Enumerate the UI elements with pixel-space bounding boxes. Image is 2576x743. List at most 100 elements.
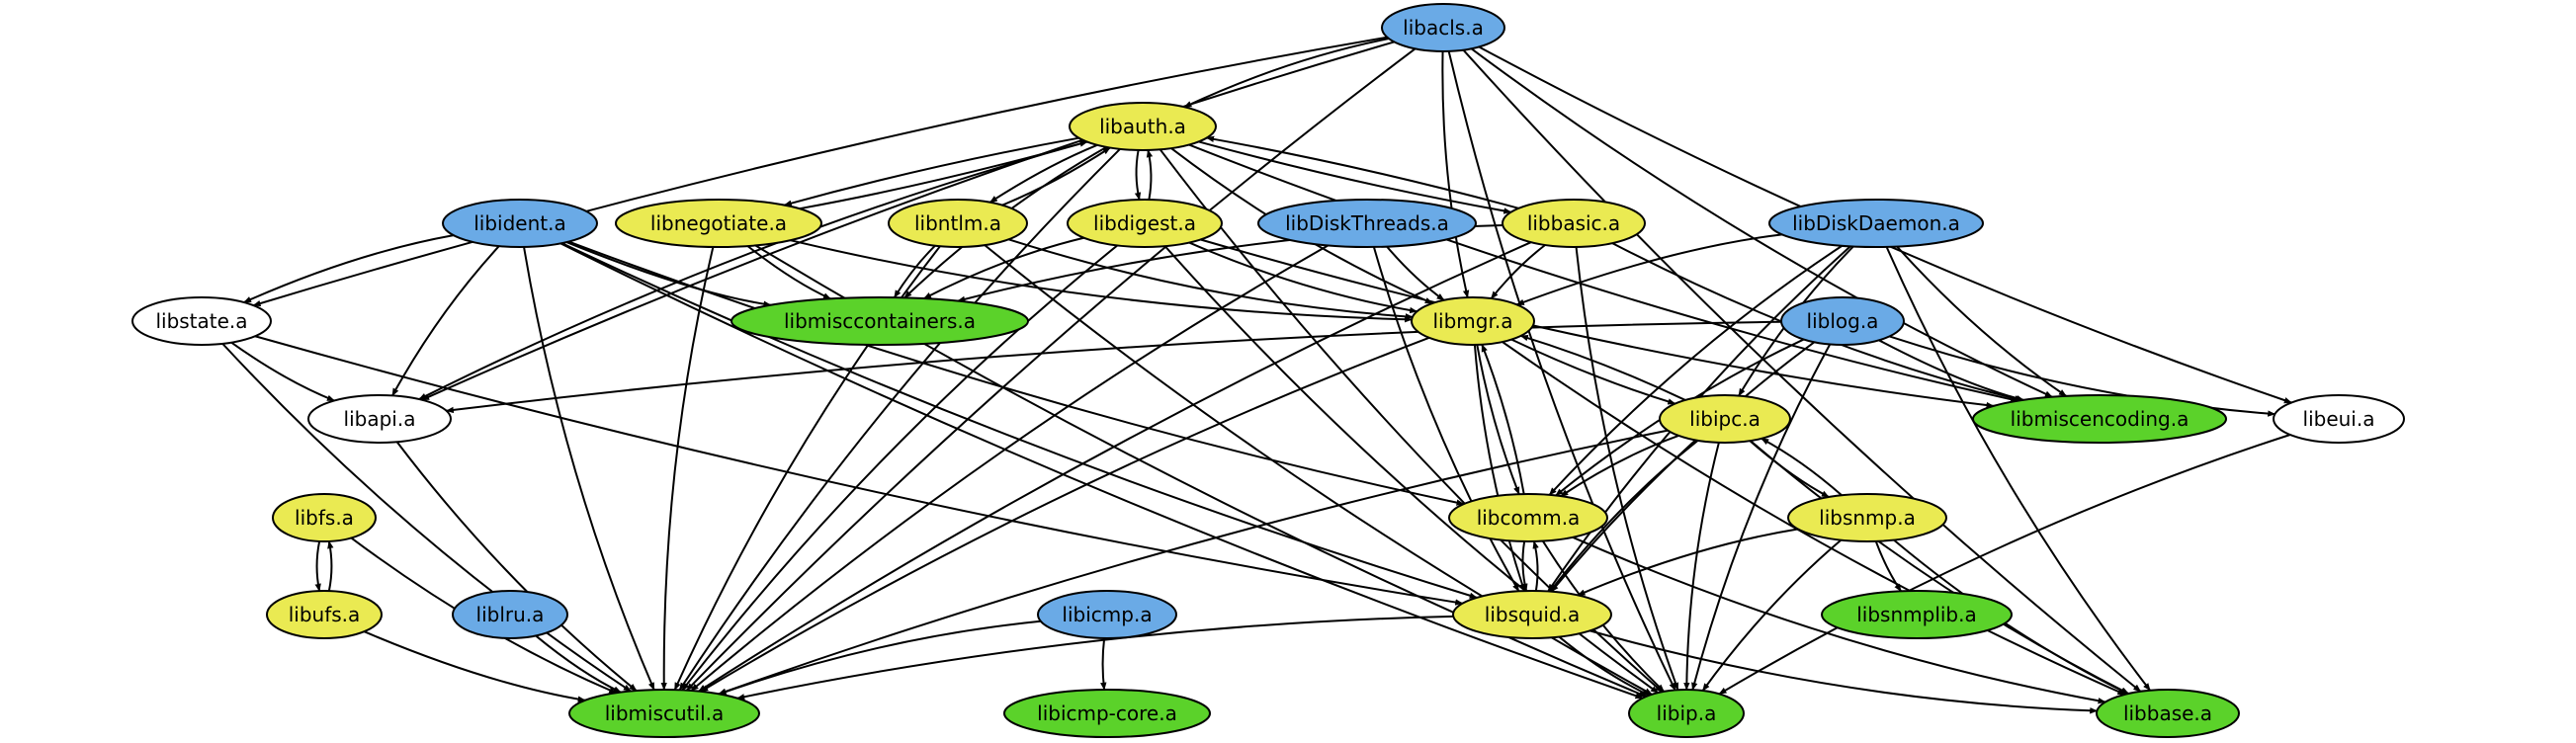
node-libDiskThreads-ellipse: [1257, 199, 1477, 248]
node-libcomm-label: libcomm.a: [1477, 506, 1581, 530]
node-libmisccontainers-label: libmisccontainers.a: [784, 309, 976, 333]
node-libdigest[interactable]: libdigest.a: [1067, 199, 1223, 248]
edge-libmgr-to-libmiscutil: [700, 336, 1430, 693]
node-libDiskDaemon-ellipse: [1768, 199, 1984, 248]
edge-libbasic-to-libip: [1575, 246, 1679, 692]
edge-libntlm-to-libmgr: [1008, 238, 1414, 320]
node-libmiscutil[interactable]: libmiscutil.a: [568, 689, 760, 738]
node-libmisccontainers-ellipse: [730, 296, 1029, 346]
edge-libdigest-to-libmgr: [1188, 241, 1418, 314]
node-libDiskDaemon[interactable]: libDiskDaemon.a: [1768, 199, 1984, 248]
edge-libipc-to-libbase: [1750, 440, 2130, 695]
edge-libufs-to-libmiscutil: [364, 630, 586, 702]
node-libmiscencoding-ellipse: [1972, 394, 2227, 444]
edge-libsquid-to-libcomm: [1532, 540, 1539, 592]
edge-libicmp-to-libmiscutil: [718, 619, 1041, 696]
node-libsnmp[interactable]: libsnmp.a: [1787, 493, 1947, 542]
edge-libipc-to-libip: [1683, 442, 1720, 691]
edge-liblog-to-libapi: [445, 320, 1782, 414]
node-libacls-ellipse: [1381, 3, 1505, 52]
edge-liblog-to-libmiscencoding: [1878, 339, 2024, 402]
edge-libauth-to-libbasic: [1198, 140, 1512, 214]
node-libufs[interactable]: libufs.a: [266, 590, 383, 639]
node-libsnmplib-ellipse: [1821, 590, 2013, 639]
node-liblog[interactable]: liblog.a: [1780, 296, 1905, 346]
edge-libipc-to-libmiscutil: [718, 429, 1669, 696]
edge-libmgr-to-libbase: [1502, 341, 2126, 696]
node-libsnmplib[interactable]: libsnmplib.a: [1821, 590, 2013, 639]
node-libacls[interactable]: libacls.a: [1381, 3, 1505, 52]
node-libfs-label: libfs.a: [295, 506, 354, 530]
node-libbase[interactable]: libbase.a: [2096, 689, 2240, 738]
node-libstate-ellipse: [131, 296, 272, 346]
node-libbasic[interactable]: libbasic.a: [1502, 199, 1646, 248]
edge-libntlm-to-libmisccontainers: [893, 244, 936, 298]
node-libsnmp-label: libsnmp.a: [1819, 506, 1916, 530]
edge-libacls-to-libmgr: [1441, 50, 1470, 298]
node-libeui-label: libeui.a: [2303, 407, 2375, 431]
edge-libDiskDaemon-to-libmiscencoding: [1896, 245, 2067, 397]
edge-libDiskThreads-to-libmgr: [1386, 245, 1445, 301]
node-liblog-label: liblog.a: [1807, 309, 1879, 333]
node-libip[interactable]: libip.a: [1628, 689, 1745, 738]
node-libmiscutil-label: libmiscutil.a: [605, 702, 725, 725]
edge-libdigest-to-libmiscutil: [681, 244, 1118, 692]
node-libsquid-label: libsquid.a: [1485, 603, 1580, 626]
node-libmgr[interactable]: libmgr.a: [1411, 296, 1535, 346]
edge-libmgr-to-libcomm: [1476, 344, 1520, 495]
edge-libipc-to-libmgr: [1519, 334, 1686, 401]
node-libicmp-core-ellipse: [1003, 689, 1211, 738]
edge-libbasic-to-libmiscutil: [698, 241, 1532, 693]
node-libapi[interactable]: libapi.a: [307, 394, 452, 444]
node-libauth-ellipse: [1069, 102, 1217, 151]
node-libsnmplib-label: libsnmplib.a: [1856, 603, 1977, 626]
node-libicmp-core-label: libicmp-core.a: [1037, 702, 1177, 725]
node-libacls-label: libacls.a: [1403, 16, 1484, 40]
edge-libacls-to-libauth: [1183, 38, 1390, 109]
node-libnegotiate[interactable]: libnegotiate.a: [615, 199, 822, 248]
edge-libsnmp-to-libip: [1701, 538, 1843, 692]
node-libufs-ellipse: [266, 590, 383, 639]
node-libeui[interactable]: libeui.a: [2273, 394, 2405, 444]
edge-libacls-to-libip: [1447, 50, 1676, 692]
edge-libstate-to-libsquid: [254, 335, 1464, 606]
node-liblog-ellipse: [1780, 296, 1905, 346]
node-libsquid[interactable]: libsquid.a: [1452, 590, 1612, 639]
edge-libacls-to-libmiscutil: [686, 47, 1417, 692]
node-libeui-ellipse: [2273, 394, 2405, 444]
edge-libacls-to-libmiscencoding: [1470, 47, 2053, 398]
node-libufs-label: libufs.a: [289, 603, 361, 626]
node-libDiskDaemon-label: libDiskDaemon.a: [1792, 211, 1960, 235]
node-libicmp[interactable]: libicmp.a: [1037, 590, 1177, 639]
edge-libauth-to-libmiscutil: [678, 148, 1121, 691]
edge-libipc-to-libcomm: [1560, 434, 1679, 497]
node-libident[interactable]: libident.a: [442, 199, 598, 248]
edge-libacls-to-libstate: [252, 36, 1388, 307]
node-libauth-label: libauth.a: [1099, 115, 1186, 138]
edge-libsquid-to-libbase: [1589, 629, 2099, 714]
edge-liblru-to-libmiscutil: [535, 634, 622, 694]
node-liblru-ellipse: [452, 590, 568, 639]
node-libicmp-label: libicmp.a: [1062, 603, 1152, 626]
node-libicmp-ellipse: [1037, 590, 1177, 639]
node-libipc[interactable]: libipc.a: [1659, 394, 1791, 444]
node-libstate[interactable]: libstate.a: [131, 296, 272, 346]
node-libbasic-ellipse: [1502, 199, 1646, 248]
node-libntlm-ellipse: [888, 199, 1028, 248]
node-libfs[interactable]: libfs.a: [272, 493, 377, 542]
edge-libbasic-to-libmgr: [1490, 244, 1546, 299]
node-libDiskThreads[interactable]: libDiskThreads.a: [1257, 199, 1477, 248]
edge-libfs-to-libufs: [314, 540, 321, 592]
edge-libnegotiate-to-libmgr: [790, 239, 1413, 323]
edge-libsquid-to-libmiscutil: [736, 615, 1454, 701]
node-libntlm[interactable]: libntlm.a: [888, 199, 1028, 248]
node-libnegotiate-label: libnegotiate.a: [650, 211, 787, 235]
node-libmiscencoding[interactable]: libmiscencoding.a: [1972, 394, 2227, 444]
node-libcomm[interactable]: libcomm.a: [1448, 493, 1608, 542]
edge-libsnmp-to-libipc: [1760, 438, 1843, 497]
node-liblru[interactable]: liblru.a: [452, 590, 568, 639]
node-libmisccontainers[interactable]: libmisccontainers.a: [730, 296, 1029, 346]
node-libicmp-core[interactable]: libicmp-core.a: [1003, 689, 1211, 738]
node-libauth[interactable]: libauth.a: [1069, 102, 1217, 151]
